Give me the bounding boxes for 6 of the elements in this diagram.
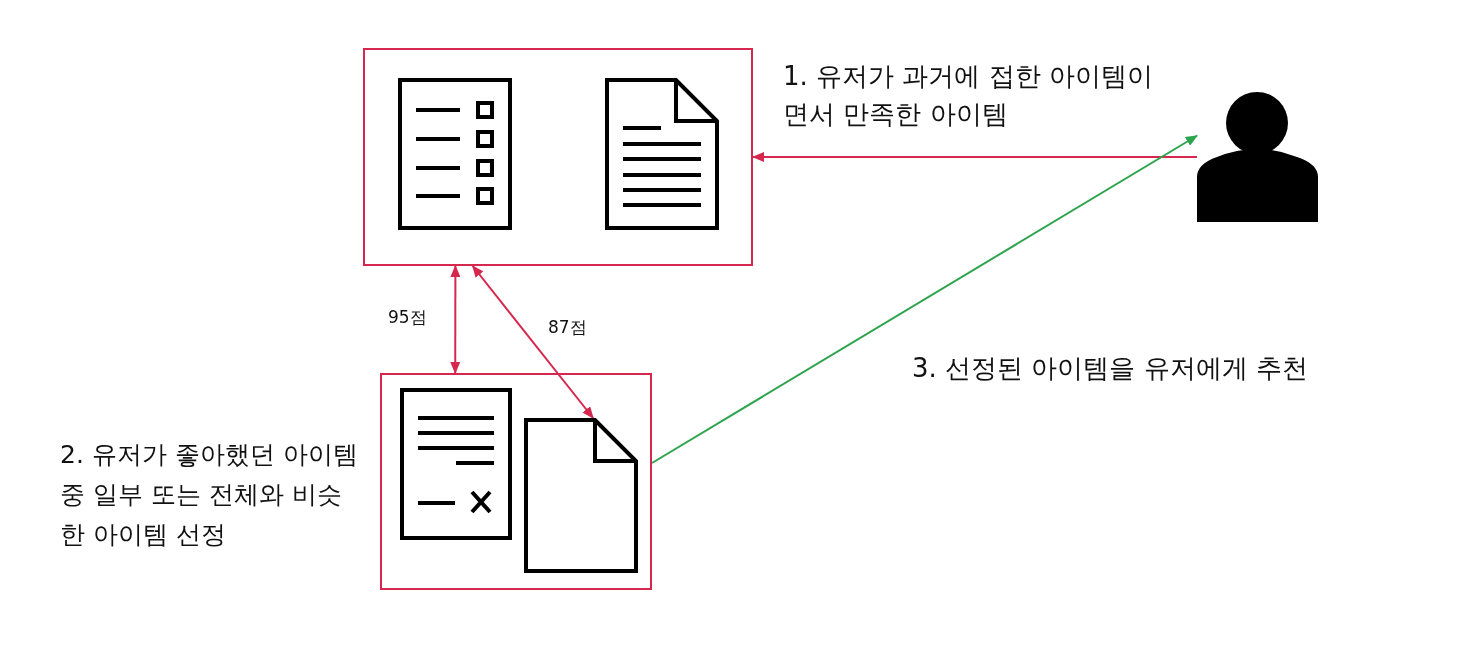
item-box [363,48,753,266]
arrow [752,152,1198,162]
arrow [471,265,595,419]
arrow [651,134,1198,464]
arrow [450,265,461,374]
item-box [380,373,652,590]
